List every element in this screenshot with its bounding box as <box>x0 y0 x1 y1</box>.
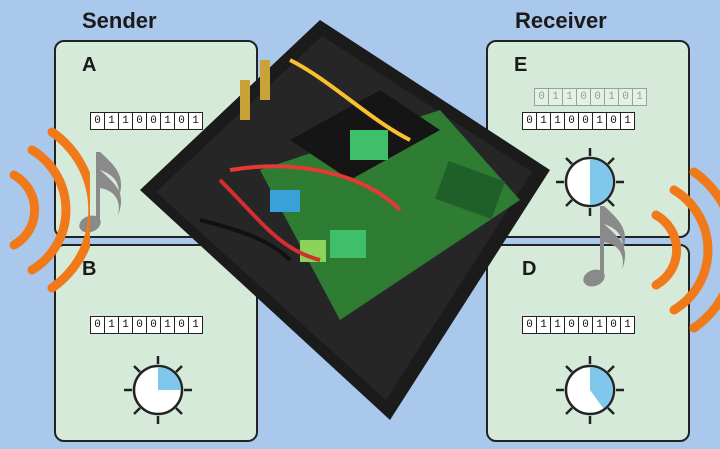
bit: 1 <box>563 89 577 105</box>
rca-connector <box>240 80 250 120</box>
bit: 0 <box>147 113 161 129</box>
bit: 1 <box>119 317 133 333</box>
bit: 1 <box>549 89 563 105</box>
bit: 1 <box>192 319 199 331</box>
bit: 1 <box>624 115 631 127</box>
bit: 0 <box>565 113 579 129</box>
radio-module <box>434 160 506 220</box>
bit: 1 <box>192 115 199 127</box>
device-enclosure <box>140 20 550 420</box>
bit: 0 <box>579 317 593 333</box>
bit: 0 <box>133 113 147 129</box>
music-note-icon <box>583 206 626 287</box>
bit-register: 0 1 1 0 0 1 0 1 <box>522 112 635 130</box>
bit: 0 <box>535 89 549 105</box>
bit: 0 <box>175 113 189 129</box>
bit: 0 <box>133 317 147 333</box>
panel-letter: A <box>82 54 97 76</box>
panel-b: B 0 1 1 0 0 1 0 1 <box>54 244 258 442</box>
bit: 1 <box>636 91 643 103</box>
bit: 1 <box>551 113 565 129</box>
radio-wave-icon <box>9 127 90 293</box>
rca-connector <box>260 60 270 100</box>
dial-icon <box>556 356 624 424</box>
bit: 1 <box>624 319 631 331</box>
bit: 0 <box>591 89 605 105</box>
bit: 0 <box>579 113 593 129</box>
bit-register: 0 1 1 0 0 1 0 1 <box>522 316 635 334</box>
panel-letter: B <box>82 258 97 280</box>
receiver-title: Receiver <box>515 8 607 33</box>
bit: 1 <box>537 113 551 129</box>
terminal-block <box>330 230 366 258</box>
bit: 1 <box>593 113 607 129</box>
bit: 0 <box>607 113 621 129</box>
bit: 1 <box>593 317 607 333</box>
music-note-icon <box>79 152 122 233</box>
bit: 0 <box>607 317 621 333</box>
bit-register: 0 1 1 0 0 1 0 1 <box>90 112 203 130</box>
bit: 0 <box>523 113 537 129</box>
bit: 1 <box>537 317 551 333</box>
bit: 1 <box>105 113 119 129</box>
bit: 1 <box>161 113 175 129</box>
terminal-block <box>350 130 388 160</box>
bit: 1 <box>605 89 619 105</box>
bit-register-ghost: 0 1 1 0 0 1 0 1 <box>534 88 647 106</box>
sender-title: Sender <box>82 8 157 33</box>
bit: 1 <box>161 317 175 333</box>
bit: 0 <box>619 89 633 105</box>
audio-jack <box>270 190 300 212</box>
panel-letter: D <box>522 258 537 280</box>
bit: 0 <box>91 113 105 129</box>
panel-letter: E <box>514 54 528 76</box>
bit: 1 <box>105 317 119 333</box>
bit: 0 <box>147 317 161 333</box>
bit: 0 <box>91 317 105 333</box>
bit: 0 <box>523 317 537 333</box>
bit: 1 <box>119 113 133 129</box>
radio-wave-icon <box>651 167 720 333</box>
bit: 0 <box>565 317 579 333</box>
bit-register: 0 1 1 0 0 1 0 1 <box>90 316 203 334</box>
bit: 0 <box>577 89 591 105</box>
dial-icon <box>124 356 192 424</box>
bit: 0 <box>175 317 189 333</box>
dial-icon <box>556 148 624 216</box>
bit: 1 <box>551 317 565 333</box>
